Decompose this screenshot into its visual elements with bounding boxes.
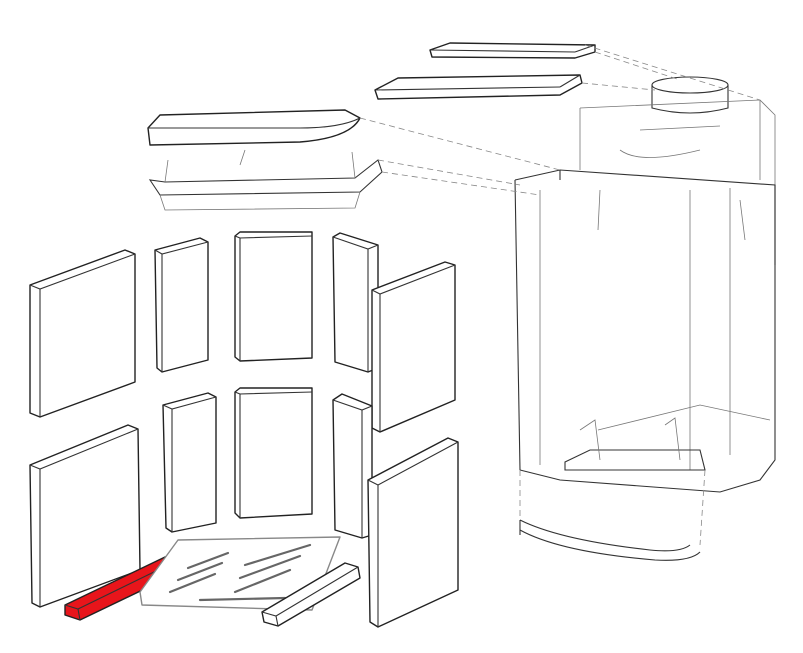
ash-grate[interactable]	[139, 536, 341, 611]
top-plate-large[interactable]	[374, 74, 583, 100]
baffle-plate[interactable]	[147, 109, 361, 146]
back-center-lower-brick[interactable]	[234, 387, 313, 519]
back-center-upper-brick[interactable]	[234, 231, 313, 362]
back-right-lower-brick[interactable]	[332, 393, 373, 539]
back-right-upper-brick[interactable]	[332, 232, 379, 373]
stove-body	[359, 44, 776, 561]
left-upper-brick[interactable]	[29, 249, 136, 418]
front-bottom-bar[interactable]	[261, 562, 361, 627]
top-plate-small[interactable]	[429, 42, 596, 59]
back-left-lower-brick[interactable]	[162, 392, 217, 533]
right-lower-brick[interactable]	[367, 437, 459, 628]
back-left-upper-brick[interactable]	[154, 237, 209, 373]
right-upper-brick[interactable]	[371, 261, 456, 433]
baffle-tray[interactable]	[148, 149, 383, 211]
